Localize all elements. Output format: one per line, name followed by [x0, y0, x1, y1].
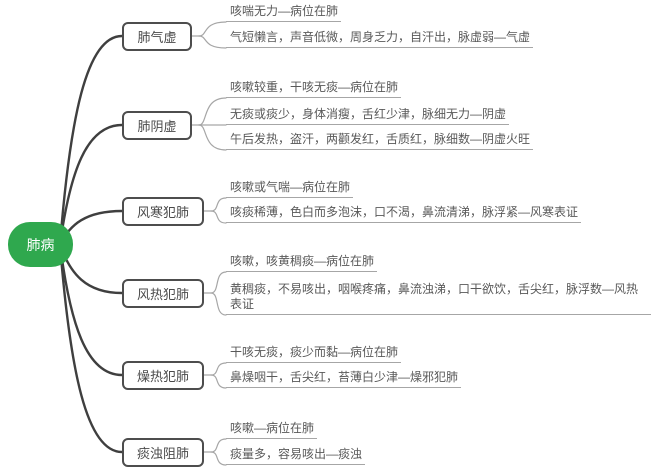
- leaf-connector: [210, 438, 227, 453]
- branch-curve: [58, 34, 124, 246]
- leaf-topic-2-0[interactable]: 咳嗽或气喘—病位在肺: [226, 180, 354, 198]
- leaf-connector: [198, 21, 227, 37]
- branch-node-5[interactable]: 痰浊阻肺: [122, 437, 204, 467]
- branch-node-3[interactable]: 风热犯肺: [122, 278, 204, 308]
- leaf-connector: [198, 35, 227, 49]
- leaf-topic-4-1[interactable]: 鼻燥咽干，舌尖红，苔薄白少津—燥邪犯肺: [226, 370, 462, 388]
- leaf-connector: [198, 97, 227, 126]
- leaf-connector: [210, 210, 227, 224]
- branch-curve: [58, 243, 124, 377]
- branch-node-4[interactable]: 燥热犯肺: [122, 360, 204, 390]
- leaf-connector: [210, 292, 227, 316]
- leaf-connector: [210, 271, 227, 294]
- leaf-connector: [210, 451, 227, 466]
- branch-node-0[interactable]: 肺气虚: [122, 21, 192, 51]
- leaf-topic-3-1[interactable]: 黄稠痰，不易咳出，咽喉疼痛，鼻流浊涕，口干欲饮，舌尖红，脉浮数—风热表证: [226, 282, 651, 315]
- leaf-topic-5-0[interactable]: 咳嗽—病位在肺: [226, 421, 318, 439]
- branch-curve: [58, 123, 124, 246]
- branch-curve: [58, 243, 124, 454]
- leaf-connector: [198, 124, 227, 151]
- leaf-topic-0-0[interactable]: 咳喘无力—病位在肺: [226, 4, 342, 22]
- leaf-connector: [210, 374, 227, 389]
- leaf-topic-4-0[interactable]: 干咳无痰，痰少而黏—病位在肺: [226, 345, 402, 363]
- leaf-topic-0-1[interactable]: 气短懒言，声音低微，周身乏力，自汗出，脉虚弱—气虚: [226, 30, 534, 48]
- leaf-topic-1-2[interactable]: 午后发热，盗汗，两颧发红，舌质红，脉细数—阴虚火旺: [226, 132, 534, 150]
- leaf-topic-3-0[interactable]: 咳嗽，咳黄稠痰—病位在肺: [226, 254, 378, 272]
- branch-node-2[interactable]: 风寒犯肺: [122, 196, 204, 226]
- root-node-lung-disease[interactable]: 肺病: [8, 222, 73, 267]
- leaf-connector: [210, 362, 227, 376]
- branch-node-1[interactable]: 肺阴虚: [122, 110, 192, 140]
- leaf-connector: [210, 197, 227, 212]
- leaf-topic-5-1[interactable]: 痰量多，容易咳出—痰浊: [226, 447, 366, 465]
- leaf-topic-1-0[interactable]: 咳嗽较重，干咳无痰—病位在肺: [226, 80, 402, 98]
- leaf-topic-1-1[interactable]: 无痰或痰少，身体消瘦，舌红少津，脉细无力—阴虚: [226, 107, 510, 125]
- leaf-topic-2-1[interactable]: 咳痰稀薄，色白而多泡沫，口不渴，鼻流清涕，脉浮紧—风寒表证: [226, 205, 582, 223]
